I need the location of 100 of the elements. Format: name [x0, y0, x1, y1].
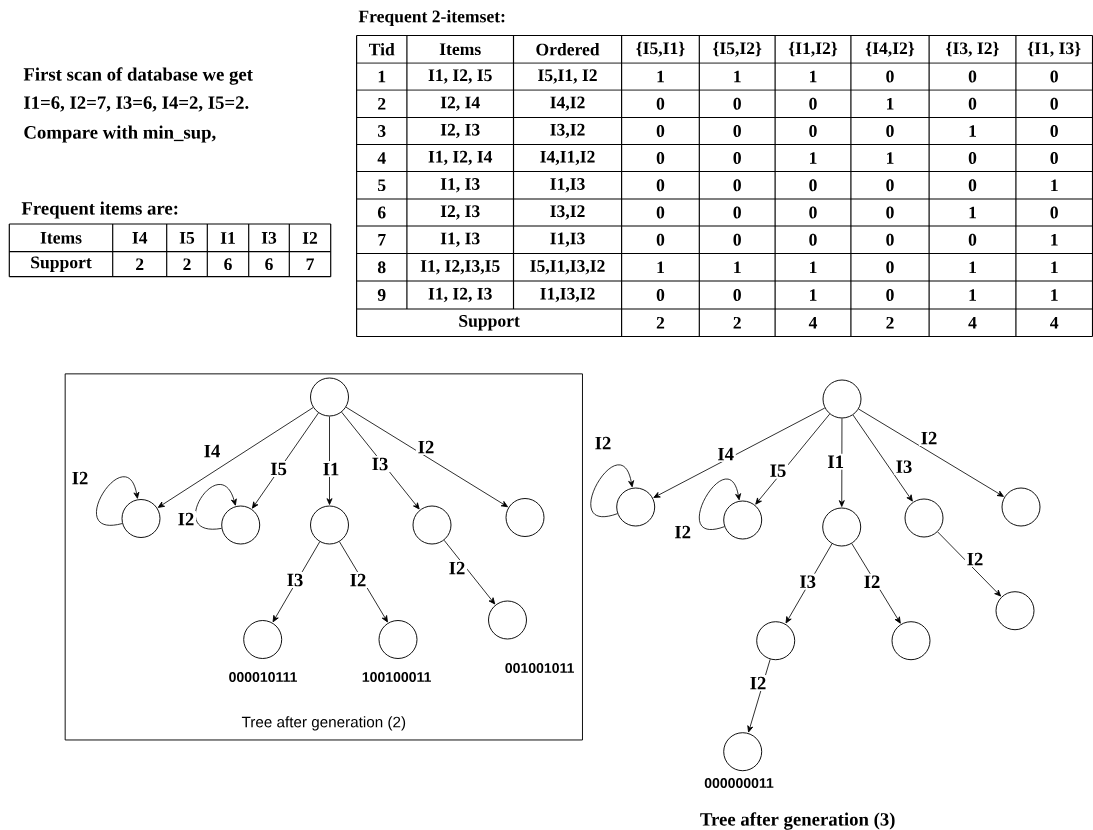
table-cell: Items [40, 232, 82, 244]
table-cell: 0 [656, 125, 665, 137]
table-cell: I1,I3 [550, 178, 585, 193]
table-cell: 0 [656, 97, 665, 110]
table-cell: I5,I1, I2 [538, 69, 597, 84]
edge-label: I2 [747, 675, 769, 691]
table-cell: 0 [1050, 152, 1058, 164]
table-cell: 0 [733, 125, 741, 137]
edge-label: I2 [964, 551, 986, 567]
table-cell: 0 [656, 206, 665, 219]
edge-label: I4 [201, 443, 223, 459]
table-cell: 0 [886, 233, 894, 246]
table-cell: 4 [968, 316, 977, 329]
table-cell: 7 [378, 234, 386, 246]
table-cell: 1 [1051, 233, 1058, 246]
table-cell: Tid [369, 43, 395, 56]
section-heading: Frequent 2-itemset: [358, 10, 505, 26]
table-cell: 1 [810, 152, 817, 164]
tree-node-circle [310, 505, 349, 545]
table-cell: I1, I3 [440, 178, 480, 193]
table-cell: Support [31, 256, 92, 272]
table-cell: 1 [378, 70, 386, 83]
table-cell: 0 [886, 289, 894, 301]
table-cell: 0 [886, 125, 894, 137]
table-cell: 0 [809, 206, 817, 219]
table-cell: I1, I3 [440, 232, 480, 247]
table-cell: 0 [886, 179, 894, 192]
table-cell: 1 [1051, 289, 1058, 301]
table-cell: 0 [968, 70, 977, 83]
table-cell: 4 [1050, 316, 1059, 329]
table-cell: Support [459, 315, 520, 331]
table-cell: 1 [969, 206, 976, 219]
table-cell: 0 [656, 152, 665, 164]
table-cell: I1 [220, 232, 235, 244]
table-cell: 0 [886, 70, 894, 83]
table-cell: I1,I3 [550, 232, 585, 247]
table-cell: I4,I2 [550, 96, 585, 111]
table-cell: 0 [1050, 70, 1058, 83]
arrow [838, 418, 845, 507]
edge-label: I3 [797, 573, 818, 590]
tree-node-circle [822, 379, 862, 419]
tree-node-circle [412, 505, 452, 545]
arrow [755, 413, 831, 505]
body-text: I1=6, I2=7, I3=6, I4=2, I5=2. [24, 96, 249, 112]
arrow [698, 479, 742, 530]
table-cell: 6 [224, 258, 232, 271]
arrow [747, 658, 771, 733]
arrow [272, 541, 321, 623]
tree-node-circle [822, 507, 862, 547]
body-text: Compare with min_sup, [24, 125, 216, 143]
table-cell: {I5,I2} [713, 41, 762, 57]
arrow [252, 412, 319, 509]
table-cell: 1 [657, 261, 664, 274]
edge-label: I1 [320, 461, 342, 477]
table-cell: I2 [302, 232, 318, 244]
table-cell: 1 [734, 261, 741, 274]
table-cell: 0 [968, 179, 977, 192]
table-cell: I5 [179, 232, 195, 244]
arrow [345, 406, 508, 508]
table-cell: Ordered [536, 43, 600, 56]
tree-node-circle [121, 499, 161, 538]
body-text: First scan of database we get [23, 67, 253, 85]
table-cell: 0 [733, 97, 741, 110]
tree-node-circle [616, 487, 656, 527]
edge-label: I2 [446, 560, 468, 576]
table-cell: 9 [377, 289, 386, 301]
table-cell: 1 [1051, 261, 1058, 274]
table-cell: 3 [378, 125, 386, 137]
table-cell: 1 [969, 261, 976, 274]
edge-label: I4 [715, 446, 736, 462]
tree-node-circle [756, 621, 796, 661]
arrow [852, 414, 913, 502]
edge-label: I5 [268, 461, 289, 477]
table-cell: 2 [733, 316, 741, 329]
table-cell: Items [439, 43, 481, 56]
edge-label: I2 [347, 572, 369, 588]
table-cell: 1 [810, 261, 817, 274]
table-cell: 0 [1050, 125, 1058, 137]
edge-label: I2 [592, 435, 614, 451]
tree-node-circle [505, 498, 545, 537]
edge-label: I2 [672, 524, 693, 540]
edge-label: I2 [918, 430, 940, 446]
arrow [443, 539, 496, 605]
arrow [341, 411, 420, 510]
table-cell: {I4,I2} [865, 41, 915, 57]
table-cell: I3,I2 [550, 205, 585, 220]
tree-node-circle [995, 591, 1035, 631]
tree-node-circle [723, 500, 763, 540]
table-cell: I2, I3 [440, 123, 480, 139]
arrow [937, 531, 1002, 597]
table-cell: 2 [136, 258, 144, 270]
table-cell: 5 [378, 179, 386, 192]
table-cell: 0 [733, 152, 741, 164]
edge-label: I3 [284, 571, 306, 589]
table-cell: I1,I3,I2 [540, 287, 595, 303]
table-cell: 1 [969, 125, 976, 137]
table-cell: 0 [733, 233, 741, 246]
table-cell: 0 [968, 97, 977, 110]
arrow [590, 464, 635, 518]
arrow [851, 543, 901, 624]
